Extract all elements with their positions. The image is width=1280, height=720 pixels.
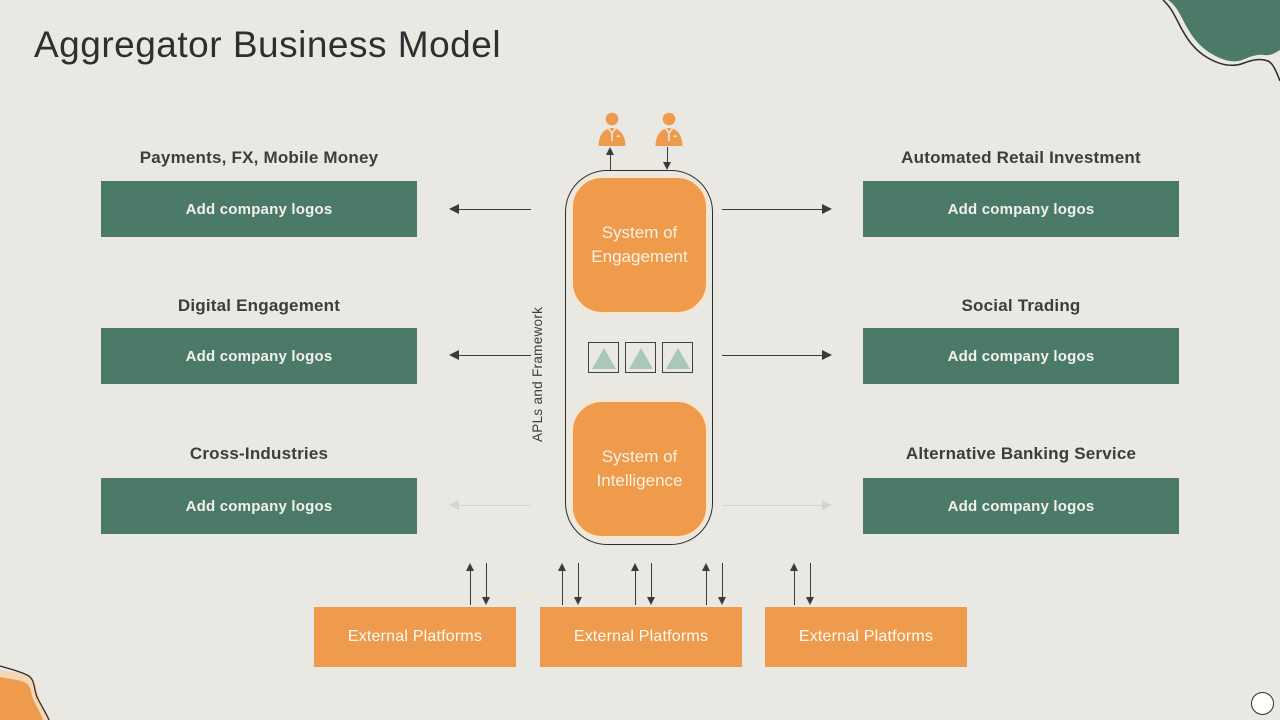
triangle-icon	[665, 348, 690, 369]
logo-placeholder-label: Add company logos	[185, 200, 333, 218]
external-platform-label: External Platforms	[573, 628, 709, 645]
arrow-up-icon	[702, 563, 711, 605]
triangle-marker	[662, 342, 693, 373]
triangle-marker	[588, 342, 619, 373]
connector-arrow-left	[449, 204, 531, 214]
triangle-marker	[625, 342, 656, 373]
logo-placeholder-label: Add company logos	[947, 347, 1095, 365]
external-platform-box: External Platforms	[765, 607, 967, 667]
arrow-down-icon	[482, 563, 491, 605]
logo-placeholder-box[interactable]: Add company logos	[101, 181, 417, 237]
arrow-up-icon	[631, 563, 640, 605]
corner-wave-decoration	[1162, 0, 1280, 82]
arrow-down-icon	[647, 563, 656, 605]
system-of-engagement-label: System of Engagement	[591, 223, 688, 266]
arrow-down-icon	[663, 147, 672, 170]
section-header: Payments, FX, Mobile Money	[139, 148, 379, 167]
section-header: Social Trading	[961, 296, 1081, 315]
arrow-up-icon	[466, 563, 475, 605]
external-platform-box: External Platforms	[540, 607, 742, 667]
system-of-intelligence-label: System of Intelligence	[596, 447, 683, 490]
system-of-intelligence-box: System of Intelligence	[570, 399, 709, 539]
arrow-down-icon	[718, 563, 727, 605]
external-platform-label: External Platforms	[347, 628, 483, 645]
logo-placeholder-box[interactable]: Add company logos	[101, 328, 417, 384]
arrow-down-icon	[806, 563, 815, 605]
page-title: Aggregator Business Model	[34, 24, 502, 65]
section-header: Digital Engagement	[177, 296, 341, 315]
section-header: Alternative Banking Service	[905, 444, 1137, 463]
arrow-up-icon	[558, 563, 567, 605]
logo-placeholder-label: Add company logos	[185, 497, 333, 515]
section-header: Cross-Industries	[189, 444, 329, 463]
system-of-engagement-box: System of Engagement	[570, 175, 709, 315]
corner-blob-decoration	[0, 665, 51, 720]
connector-arrow-left	[449, 350, 531, 360]
connector-arrow-right	[722, 500, 832, 510]
businessperson-icon	[598, 112, 626, 146]
framework-vertical-label: APLs and Framework	[530, 306, 545, 442]
logo-placeholder-box[interactable]: Add company logos	[863, 328, 1179, 384]
businessperson-icon	[655, 112, 683, 146]
external-platform-box: External Platforms	[314, 607, 516, 667]
logo-placeholder-label: Add company logos	[947, 200, 1095, 218]
logo-placeholder-label: Add company logos	[947, 497, 1095, 515]
arrow-down-icon	[574, 563, 583, 605]
connector-arrow-right	[722, 204, 832, 214]
triangle-icon	[628, 348, 653, 369]
triangle-icon	[591, 348, 616, 369]
arrow-up-icon	[606, 147, 615, 170]
page-number-circle	[1251, 692, 1274, 715]
api-framework-container	[565, 170, 713, 545]
connector-arrow-right	[722, 350, 832, 360]
connector-arrow-left	[449, 500, 531, 510]
logo-placeholder-box[interactable]: Add company logos	[863, 478, 1179, 534]
section-header: Automated Retail Investment	[901, 148, 1141, 167]
external-platform-label: External Platforms	[798, 628, 934, 645]
logo-placeholder-box[interactable]: Add company logos	[863, 181, 1179, 237]
logo-placeholder-label: Add company logos	[185, 347, 333, 365]
arrow-up-icon	[790, 563, 799, 605]
logo-placeholder-box[interactable]: Add company logos	[101, 478, 417, 534]
